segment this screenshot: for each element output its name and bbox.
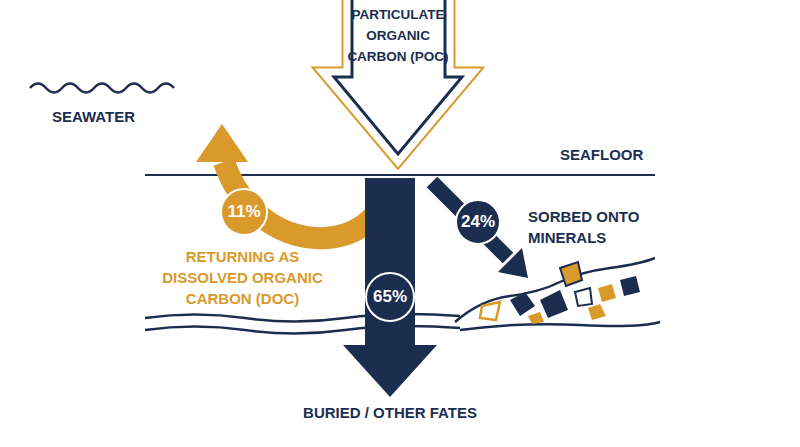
mineral-grain xyxy=(510,292,535,316)
mineral-grain xyxy=(528,312,544,324)
sediment-line xyxy=(460,322,660,330)
percent-circle: 24% xyxy=(455,199,501,245)
sorbed-flow-arrow xyxy=(432,182,508,258)
sea-wave xyxy=(30,84,174,93)
percent-circle: 65% xyxy=(365,272,415,322)
flow-label: RETURNING AS DISSOLVED ORGANIC CARBON (D… xyxy=(150,246,335,309)
water-label: SEAWATER xyxy=(52,106,172,127)
mineral-grain xyxy=(620,276,640,296)
arrow-text: PARTICULATE ORGANIC CARBON (POC) xyxy=(346,4,450,67)
poc-input-arrow: PARTICULATE ORGANIC CARBON (POC) xyxy=(300,0,496,170)
doc-arrow-head xyxy=(196,124,248,162)
percent-value: 24% xyxy=(461,212,495,232)
flow-label: BURIED / OTHER FATES xyxy=(290,402,490,423)
buried-flow-arrow xyxy=(343,178,437,397)
sediment-line xyxy=(145,326,460,334)
mineral-grain xyxy=(560,262,582,286)
percent-value: 11% xyxy=(227,202,260,222)
percent-value: 65% xyxy=(373,287,407,307)
percent-circle: 11% xyxy=(220,188,268,236)
mineral-grain xyxy=(575,288,592,306)
sediment-line xyxy=(145,314,460,322)
seafloor-label: SEAFLOOR xyxy=(560,144,660,165)
mineral-grain xyxy=(598,284,616,302)
sorbed-arrow-head xyxy=(498,248,528,278)
mineral-grain xyxy=(588,304,606,320)
arrow-outline xyxy=(300,0,496,170)
mineral-grain xyxy=(540,290,568,318)
sediment-line xyxy=(455,258,655,322)
flow-label: SORBED ONTO MINERALS xyxy=(528,206,663,248)
mineral-grain xyxy=(480,302,500,320)
